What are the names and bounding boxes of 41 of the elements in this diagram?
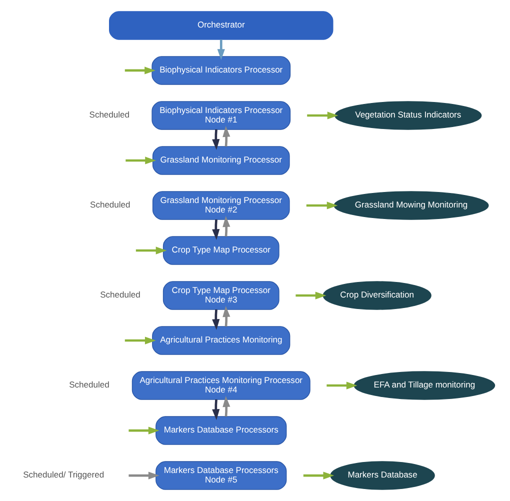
node-box: Biophysical Indicators Processor Node #1 <box>152 101 291 130</box>
label: Scheduled <box>69 380 110 390</box>
label: Scheduled <box>90 200 130 210</box>
arrow <box>326 382 358 390</box>
node-box: Crop Type Map Processor <box>162 236 280 265</box>
arrow <box>212 309 220 330</box>
arrow <box>222 306 230 327</box>
label: Scheduled <box>89 110 130 120</box>
arrow <box>222 126 230 147</box>
node-ellipse: EFA and Tillage monitoring <box>354 371 496 400</box>
node-ellipse: Crop Diversification <box>322 281 432 310</box>
arrow <box>128 472 160 480</box>
arrow <box>126 156 156 164</box>
node-box: Agricultural Practices Monitoring <box>152 326 290 355</box>
label: Scheduled <box>100 290 140 300</box>
node-box: Orchestrator <box>109 11 334 40</box>
arrow <box>303 472 334 480</box>
arrow <box>217 40 225 60</box>
arrow <box>212 399 220 420</box>
node-box: Grassland Monitoring Processor <box>152 146 290 175</box>
node-box: Markers Database Processors Node #5 <box>156 461 287 490</box>
arrow <box>296 292 326 300</box>
arrow <box>124 336 156 344</box>
arrow <box>124 66 156 74</box>
arrow <box>212 129 220 150</box>
label: Scheduled/ Triggered <box>23 470 104 480</box>
arrow <box>128 426 160 434</box>
node-ellipse: Vegetation Status Indicators <box>334 101 482 130</box>
node-box: Markers Database Processors <box>156 416 287 445</box>
arrow <box>306 202 338 210</box>
arrow <box>212 219 220 240</box>
node-ellipse: Markers Database <box>330 461 435 490</box>
node-ellipse: Grassland Mowing Monitoring <box>334 191 489 220</box>
node-box: Crop Type Map Processor Node #3 <box>162 281 280 310</box>
arrow <box>136 246 167 254</box>
node-box: Grassland Monitoring Processor Node #2 <box>152 191 290 220</box>
node-box: Agricultural Practices Monitoring Processor Node #4 <box>132 371 310 400</box>
arrow <box>307 112 338 120</box>
arrow <box>222 216 230 237</box>
arrow <box>222 396 230 417</box>
node-box: Biophysical Indicators Processor <box>152 56 291 85</box>
